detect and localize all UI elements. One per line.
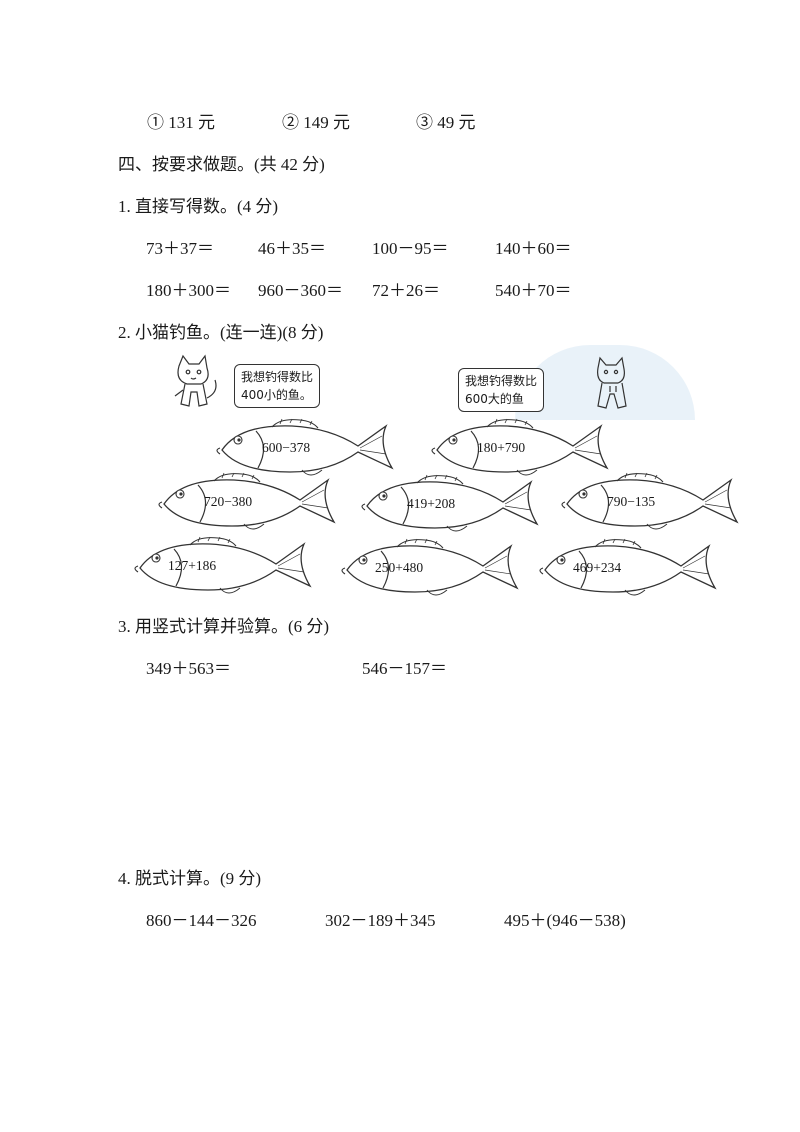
fish-2[interactable]: 180+790 xyxy=(425,418,615,480)
bubble-line: 400小的鱼。 xyxy=(241,388,312,402)
fish-1[interactable]: 600−378 xyxy=(210,418,400,480)
fish-expression: 419+208 xyxy=(407,496,456,511)
fish-icon xyxy=(539,538,716,596)
q3-expr: 546－157＝ xyxy=(362,659,447,678)
cat-left-illustration xyxy=(174,354,217,407)
speech-bubble-right: 我想钓得数比 600大的鱼 xyxy=(458,368,545,412)
q1-expr: 180＋300＝ xyxy=(146,281,231,300)
fish-expression: 127+186 xyxy=(168,558,217,573)
option-1: ① 131 元 xyxy=(147,113,215,132)
q3-title: 3. 用竖式计算并验算。(6 分) xyxy=(118,617,330,636)
fish-icon xyxy=(134,536,311,594)
q1-expr: 540＋70＝ xyxy=(495,281,572,300)
q4-expr: 495＋(946－538) xyxy=(504,911,626,930)
fish-5[interactable]: 790−135 xyxy=(555,472,745,534)
fish-expression: 180+790 xyxy=(477,440,526,455)
fish-4[interactable]: 419+208 xyxy=(355,474,545,536)
fish-8[interactable]: 469+234 xyxy=(533,538,723,600)
fish-expression: 600−378 xyxy=(262,440,311,455)
q3-expr: 349＋563＝ xyxy=(146,659,231,678)
q1-expr: 73＋37＝ xyxy=(146,239,214,258)
q1-expr: 100－95＝ xyxy=(372,239,449,258)
cat-right-illustration xyxy=(597,356,627,409)
option-3: ③ 49 元 xyxy=(416,113,476,132)
fish-expression: 720−380 xyxy=(204,494,253,509)
fish-3[interactable]: 720−380 xyxy=(152,472,342,534)
fish-icon xyxy=(341,538,518,596)
fish-6[interactable]: 127+186 xyxy=(128,536,318,598)
fish-expression: 469+234 xyxy=(573,560,622,575)
q1-expr: 960－360＝ xyxy=(258,281,343,300)
q2-title: 2. 小猫钓鱼。(连一连)(8 分) xyxy=(118,323,324,342)
q1-title: 1. 直接写得数。(4 分) xyxy=(118,197,279,216)
q4-title: 4. 脱式计算。(9 分) xyxy=(118,869,262,888)
speech-bubble-left: 我想钓得数比 400小的鱼。 xyxy=(234,364,321,408)
q4-expr: 302－189＋345 xyxy=(325,911,436,930)
fish-expression: 250+480 xyxy=(375,560,424,575)
bubble-line: 600大的鱼 xyxy=(465,392,524,406)
bubble-line: 我想钓得数比 xyxy=(241,370,314,384)
q1-expr: 140＋60＝ xyxy=(495,239,572,258)
fish-expression: 790−135 xyxy=(607,494,656,509)
q4-expr: 860－144－326 xyxy=(146,911,257,930)
q1-expr: 72＋26＝ xyxy=(372,281,440,300)
q1-expr: 46＋35＝ xyxy=(258,239,326,258)
section-title: 四、按要求做题。(共 42 分) xyxy=(118,155,325,174)
option-2: ② 149 元 xyxy=(282,113,350,132)
bubble-line: 我想钓得数比 xyxy=(465,374,538,388)
fish-7[interactable]: 250+480 xyxy=(335,538,525,600)
